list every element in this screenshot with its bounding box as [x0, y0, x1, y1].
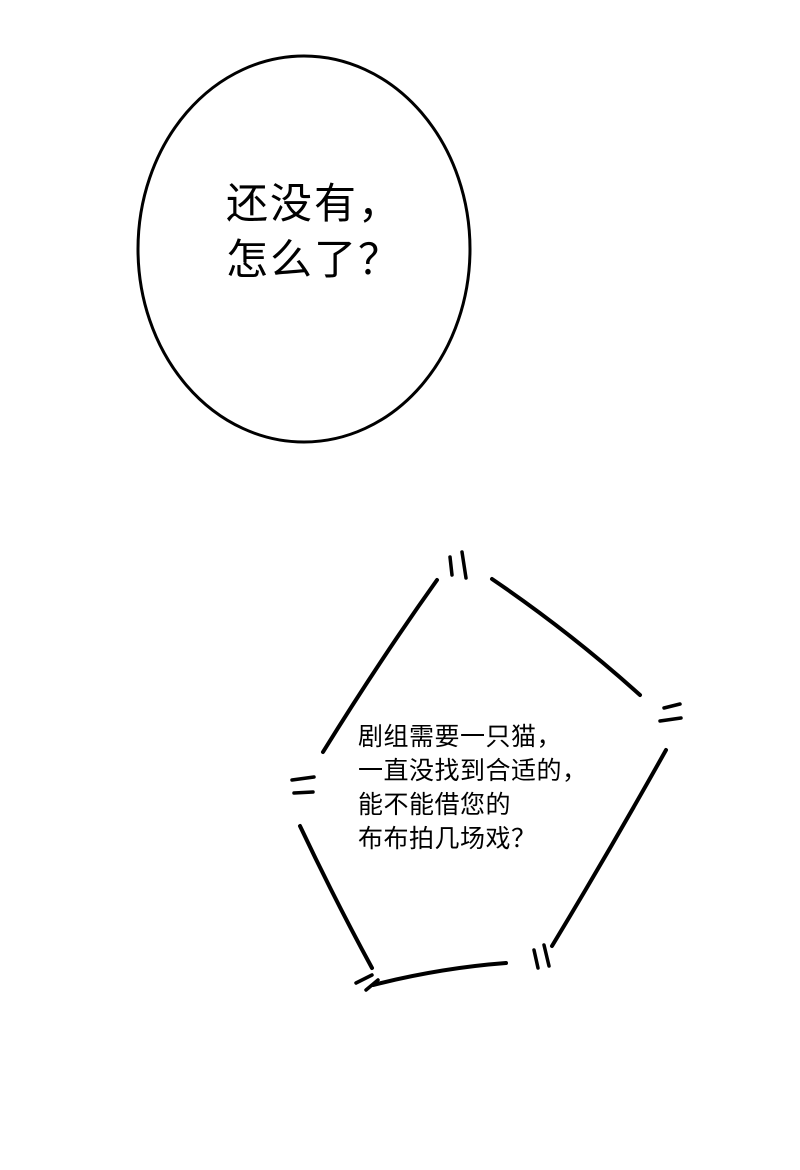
pentagon-line: 一直没找到合适的， — [358, 756, 588, 785]
speech-line: 还没有， — [226, 179, 403, 228]
pentagon-line: 能不能借您的 — [358, 790, 512, 819]
pentagon-line: 剧组需要一只猫， — [358, 722, 563, 751]
pentagon-line: 布布拍几场戏？ — [358, 824, 537, 853]
speech-bubble-outline — [136, 54, 472, 444]
pentagon-bubble-outline — [290, 550, 683, 992]
pentagon-bubble-text: 剧组需要一只猫， 一直没找到合适的， 能不能借您的 布布拍几场戏？ — [358, 720, 588, 856]
speech-line: 怎么了？ — [226, 235, 403, 284]
speech-bubble-text: 还没有， 怎么了？ — [226, 176, 402, 288]
